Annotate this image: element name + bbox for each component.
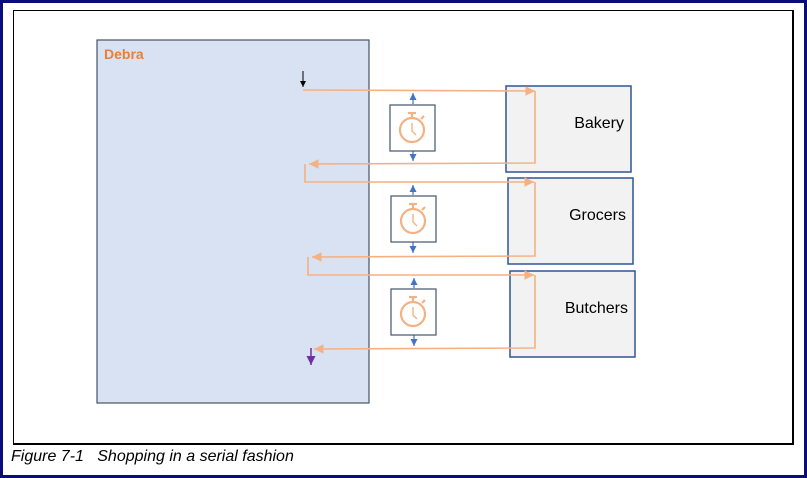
actor-box	[96, 39, 370, 404]
flow-grocers-return	[311, 182, 536, 262]
stopwatch-icon	[399, 295, 427, 328]
timer-1	[389, 93, 436, 161]
figure-caption: Figure 7-1 Shopping in a serial fashion	[11, 448, 294, 465]
shop-label-bakery: Bakery	[574, 115, 624, 132]
shop-bakery: Bakery	[505, 85, 632, 173]
flow-turn-2	[307, 257, 534, 280]
flow-bakery-return	[308, 91, 536, 169]
flow-turn-1	[304, 164, 534, 187]
actor-label: Debra	[104, 46, 144, 62]
flow-path	[302, 86, 536, 354]
stopwatch-icon	[399, 202, 427, 235]
stopwatch-icon	[398, 111, 426, 144]
timer-3	[390, 278, 437, 346]
shop-label-grocers: Grocers	[569, 207, 626, 224]
flow-butchers-return	[313, 275, 536, 354]
shop-grocers: Grocers	[507, 177, 634, 265]
shop-label-butchers: Butchers	[565, 300, 628, 317]
flow-to-bakery	[302, 86, 536, 96]
timer-2	[390, 185, 437, 253]
diagram-border	[13, 10, 794, 445]
shop-butchers: Butchers	[509, 270, 636, 358]
